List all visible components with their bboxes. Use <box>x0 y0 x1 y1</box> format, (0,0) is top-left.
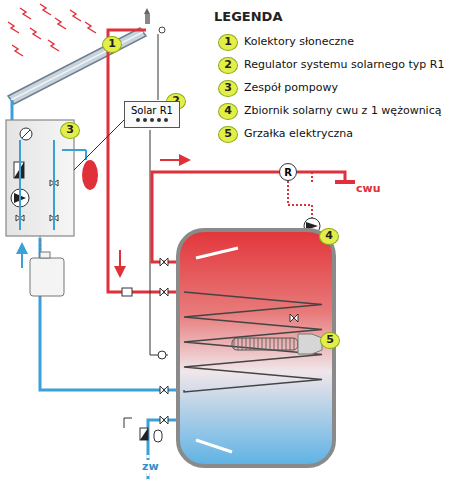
node-text: R <box>284 167 292 178</box>
legend-text: Grzałka elektryczna <box>244 127 353 140</box>
legend-text: Kolektory słoneczne <box>244 35 354 48</box>
callout-number: 3 <box>218 80 238 97</box>
pipe-label: cwu <box>356 182 381 195</box>
callout-number: 5 <box>218 126 238 143</box>
legend-text: Regulator systemu solarnego typ R1 <box>244 58 444 71</box>
node-text: Solar R1 <box>131 105 173 116</box>
callout-number: 2 <box>218 57 238 74</box>
legend-title: LEGENDA <box>214 9 282 24</box>
callout-number: 4 <box>218 103 238 120</box>
callout-number: 3 <box>60 122 80 139</box>
legend-text: Zbiornik solarny cwu z 1 wężownicą <box>244 104 441 117</box>
valve-circle: R <box>279 163 297 181</box>
indicator-dots <box>136 118 168 122</box>
callout-number: 4 <box>319 228 339 245</box>
legend-text: Zespół pompowy <box>244 81 338 94</box>
pipe-label: zw <box>142 460 159 473</box>
callout-number: 1 <box>218 34 238 51</box>
controller-box: Solar R1 <box>124 101 180 128</box>
callout-number: 5 <box>320 332 340 349</box>
callout-number: 1 <box>102 36 122 53</box>
